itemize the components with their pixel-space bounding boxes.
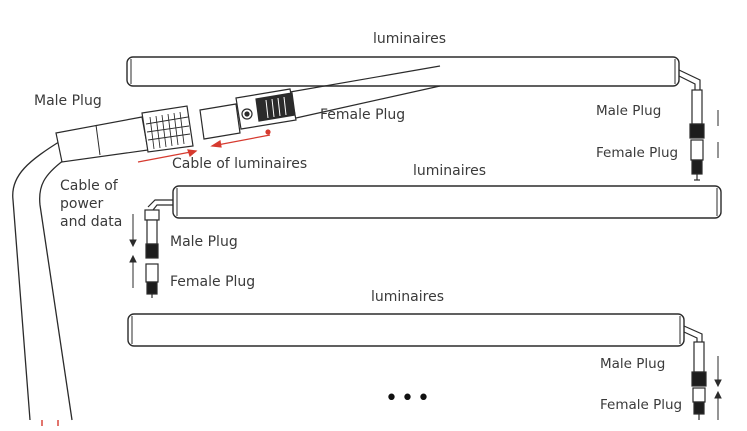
power-data-cable	[12, 139, 73, 421]
luminaire-label-1: luminaires	[373, 31, 446, 47]
luminaire-bar-2	[172, 185, 722, 219]
male-plug-label-right-1: Male Plug	[596, 103, 662, 119]
connector-right-1	[678, 69, 705, 181]
male-plug-label-left-2: Male Plug	[170, 234, 238, 250]
cable-end-marks	[41, 420, 59, 426]
luminaire-bar-3	[127, 313, 685, 347]
connect-arrows-right-3	[714, 356, 722, 420]
luminaire-bar-1	[126, 56, 680, 87]
male-plug-label-top: Male Plug	[34, 93, 102, 109]
insertion-arrows	[137, 129, 271, 163]
connect-arrows-left-2	[129, 214, 137, 288]
continuation-ellipsis: •••	[385, 386, 433, 411]
female-plug-label-left-2: Female Plug	[170, 274, 256, 290]
cable-power-data-label: Cable of power and data	[60, 178, 123, 230]
top-connector	[55, 65, 441, 163]
luminaire-label-2: luminaires	[413, 163, 486, 179]
female-plug-label-top: Female Plug	[320, 107, 406, 123]
female-plug-label-right-3: Female Plug	[600, 397, 683, 413]
connector-right-3	[683, 325, 707, 420]
luminaire-label-3: luminaires	[371, 289, 444, 305]
cable-of-luminaires-label: Cable of luminaires	[172, 156, 308, 172]
female-plug-label-right-1: Female Plug	[596, 145, 679, 161]
male-plug-label-right-3: Male Plug	[600, 356, 666, 372]
connector-left-2	[144, 199, 173, 298]
